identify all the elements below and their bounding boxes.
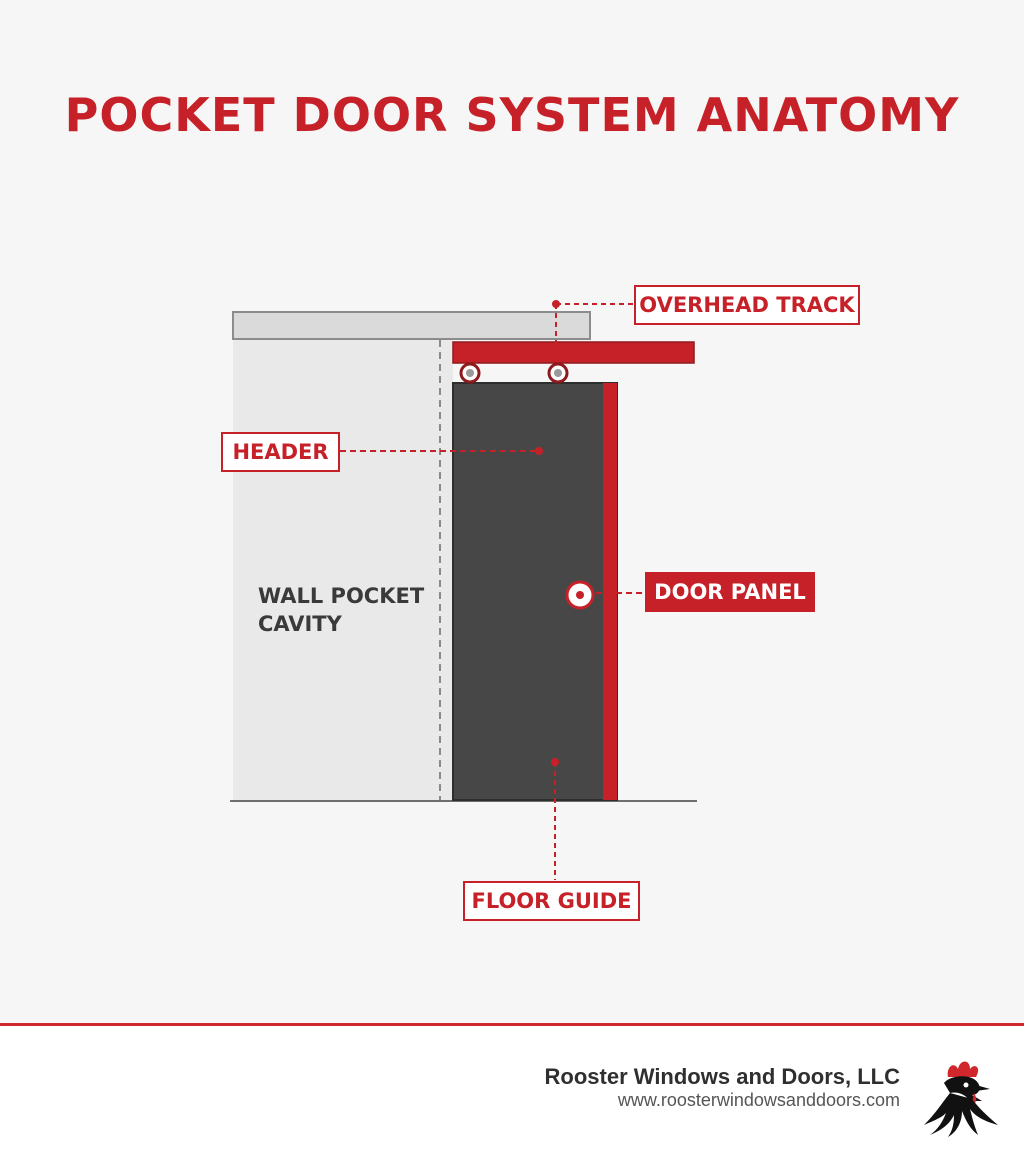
floor-guide-leader — [551, 758, 559, 880]
company-name: Rooster Windows and Doors, LLC — [544, 1064, 900, 1089]
overhead-track-leader — [552, 300, 634, 358]
footer-divider — [0, 1023, 1024, 1026]
floor-guide-callout: FLOOR GUIDE — [463, 881, 640, 921]
door-edge-strip — [603, 383, 617, 800]
rooster-logo-icon — [924, 1061, 998, 1137]
roller-right — [547, 362, 569, 384]
overhead-track-callout: OVERHEAD TRACK — [634, 285, 860, 325]
door-panel-callout: DOOR PANEL — [645, 572, 815, 612]
pocket-door-diagram — [230, 300, 697, 880]
company-website: www.roosterwindowsanddoors.com — [617, 1090, 900, 1110]
footer — [0, 1026, 1024, 1154]
wall-pocket-cavity — [233, 338, 453, 801]
roller-left — [459, 362, 481, 384]
cavity-label-line-2: CAVITY — [258, 612, 342, 636]
page-title: POCKET DOOR SYSTEM ANATOMY — [64, 88, 960, 142]
header-leader — [340, 447, 543, 455]
cavity-label-line-1: WALL POCKET — [258, 584, 425, 608]
header-beam — [232, 311, 591, 340]
door-handle — [565, 580, 595, 610]
header-callout: HEADER — [221, 432, 340, 472]
overhead-track — [452, 341, 695, 364]
wall-pocket-cavity-label: WALL POCKET CAVITY — [258, 582, 424, 638]
